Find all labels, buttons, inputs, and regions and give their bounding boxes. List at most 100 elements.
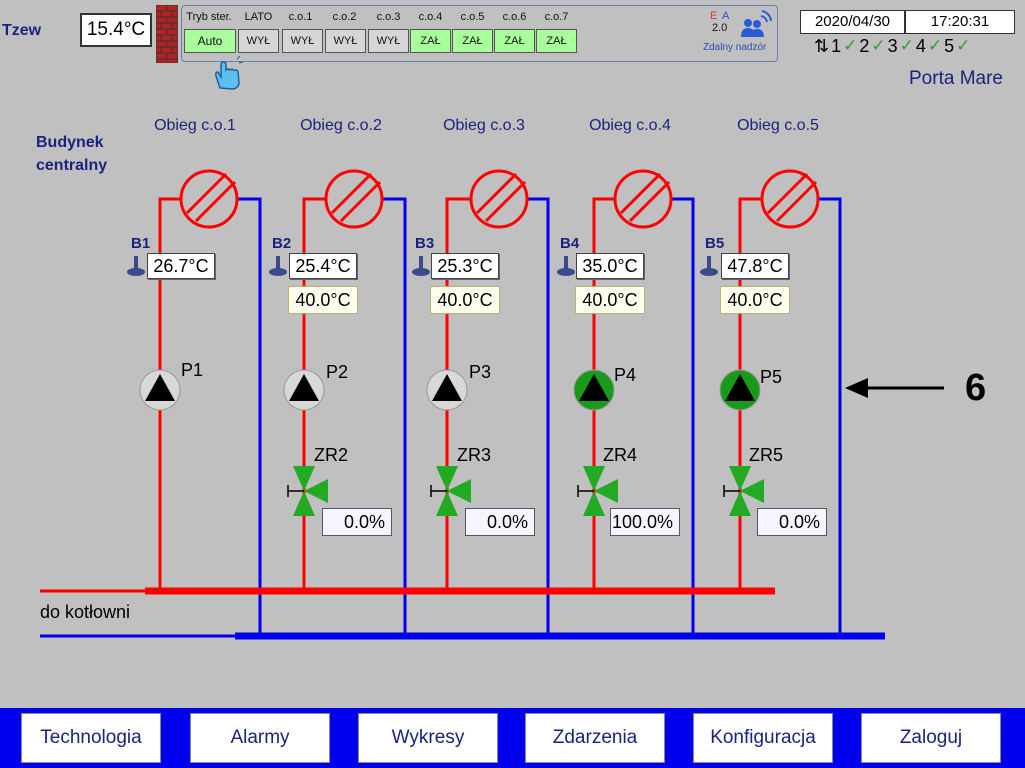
circuit-5-pipes (738, 197, 842, 635)
building-label-line2: centralny (36, 157, 108, 174)
circuit-3-pipes (445, 197, 550, 635)
status-number: 3 (887, 35, 898, 56)
radiator-icon (469, 169, 529, 229)
co2-toggle[interactable]: WYŁ (325, 29, 366, 53)
site-name: Porta Mare (909, 68, 1003, 89)
sensor-b5-label: B5 (705, 235, 725, 252)
sensor-b4-label: B4 (560, 235, 580, 252)
circuit-5-setpoint[interactable]: 40.0°C (720, 286, 790, 314)
circuit-4-temp: 35.0°C (576, 253, 644, 279)
valve-zr2-position: 0.0% (322, 508, 392, 536)
building-label-line1: Budynek (36, 134, 104, 151)
remote-supervision-label: Zdalny nadzór (703, 42, 767, 53)
valve-zr3-position: 0.0% (465, 508, 535, 536)
check-icon: ✓ (927, 36, 943, 55)
circuit-2-temp: 25.4°C (289, 253, 357, 279)
thermometer-icon (127, 256, 145, 276)
radiator-icon (760, 169, 820, 229)
status-number: 4 (915, 35, 926, 56)
thermometer-icon (700, 256, 718, 276)
mode-head-tryb: Tryb ster. (186, 11, 232, 23)
radiator-icon (613, 169, 673, 229)
mode-head-co2: c.o.2 (332, 11, 357, 23)
pump-p3-label: P3 (469, 362, 492, 382)
outdoor-temp-label: Tzew (2, 22, 42, 39)
circuit-2-title: Obieg c.o.2 (300, 117, 382, 134)
valve-zr3-icon (430, 466, 471, 516)
circuit-5-title: Obieg c.o.5 (737, 117, 819, 134)
circuit-3-temp: 25.3°C (431, 253, 499, 279)
co4-toggle[interactable]: ZAŁ (410, 29, 451, 53)
circuit-2-setpoint[interactable]: 40.0°C (288, 286, 358, 314)
nav-technologia-button[interactable]: Technologia (21, 713, 161, 763)
valve-zr2-icon (287, 466, 328, 516)
co3-toggle[interactable]: WYŁ (368, 29, 409, 53)
circuit-1-title: Obieg c.o.1 (154, 117, 236, 134)
circuit-1-temp: 26.7°C (147, 253, 215, 279)
co6-toggle[interactable]: ZAŁ (494, 29, 535, 53)
check-icon: ✓ (899, 36, 914, 55)
boiler-room-label: do kotłowni (40, 602, 131, 622)
circuit-4-setpoint[interactable]: 40.0°C (575, 286, 645, 314)
sync-arrows-icon: ⇅ (814, 35, 830, 56)
co1-toggle[interactable]: WYŁ (282, 29, 323, 53)
pump-p2-icon (283, 369, 325, 411)
valve-zr4-icon (577, 466, 618, 516)
ea-e-indicator: E (710, 10, 718, 22)
status-number: 2 (859, 35, 870, 56)
remote-users-icon[interactable] (737, 10, 773, 38)
valve-zr4-label: ZR4 (603, 445, 638, 465)
thermometer-icon (557, 256, 575, 276)
lato-toggle[interactable]: WYŁ (238, 29, 279, 53)
nav-zdarzenia-button[interactable]: Zdarzenia (525, 713, 665, 763)
circuit-2-pipes (302, 197, 407, 635)
thermometer-icon (412, 256, 430, 276)
chimney-icon (156, 5, 178, 63)
arrow-left-icon (845, 378, 944, 398)
circuit-4-title: Obieg c.o.4 (589, 117, 671, 134)
pump-p5-icon (719, 369, 761, 411)
radiator-icon (179, 169, 239, 229)
circuit-3-setpoint[interactable]: 40.0°C (430, 286, 500, 314)
mode-head-lato: LATO (244, 11, 273, 23)
valve-zr5-icon (723, 466, 764, 516)
status-indicators: ⇅ 1✓ 2✓ 3✓ 4✓ 5✓ (814, 35, 972, 57)
nav-alarmy-button[interactable]: Alarmy (190, 713, 330, 763)
mode-head-co5: c.o.5 (460, 11, 485, 23)
valve-zr2-label: ZR2 (314, 445, 349, 465)
nav-konfiguracja-button[interactable]: Konfiguracja (693, 713, 833, 763)
sensor-b2-label: B2 (272, 235, 292, 252)
nav-zaloguj-button[interactable]: Zaloguj (861, 713, 1001, 763)
pump-p4-label: P4 (614, 365, 637, 385)
co5-toggle[interactable]: ZAŁ (452, 29, 493, 53)
status-number: 5 (944, 35, 955, 56)
pump-p3-icon (426, 369, 468, 411)
sensor-b3-label: B3 (415, 235, 435, 252)
piping-diagram (40, 169, 944, 640)
valve-zr3-label: ZR3 (457, 445, 492, 465)
check-icon: ✓ (956, 36, 971, 55)
pump-p2-label: P2 (326, 362, 349, 382)
pump-p1-label: P1 (181, 360, 204, 380)
date-display: 2020/04/30 (800, 10, 905, 34)
outdoor-temp-value: 15.4°C (80, 13, 152, 47)
control-mode-button[interactable]: Auto (184, 29, 236, 53)
co7-toggle[interactable]: ZAŁ (536, 29, 577, 53)
mode-head-co6: c.o.6 (502, 11, 527, 23)
nav-wykresy-button[interactable]: Wykresy (358, 713, 498, 763)
pointer-hand-icon (215, 56, 244, 90)
mode-panel (181, 5, 778, 62)
pump-p4-icon (573, 369, 615, 411)
radiator-icon (324, 169, 384, 229)
building-label: Budynek centralny (36, 131, 107, 177)
time-display: 17:20:31 (905, 10, 1015, 34)
circuit-4-pipes (592, 197, 695, 635)
valve-zr5-label: ZR5 (749, 445, 784, 465)
check-icon: ✓ (843, 36, 858, 55)
pump-p1-icon (139, 369, 181, 411)
thermometer-icon (269, 256, 287, 276)
annotation-number: 6 (965, 367, 987, 409)
circuit-1-pipes (158, 197, 262, 635)
mode-head-co4: c.o.4 (418, 11, 443, 23)
pump-p5-label: P5 (760, 367, 783, 387)
